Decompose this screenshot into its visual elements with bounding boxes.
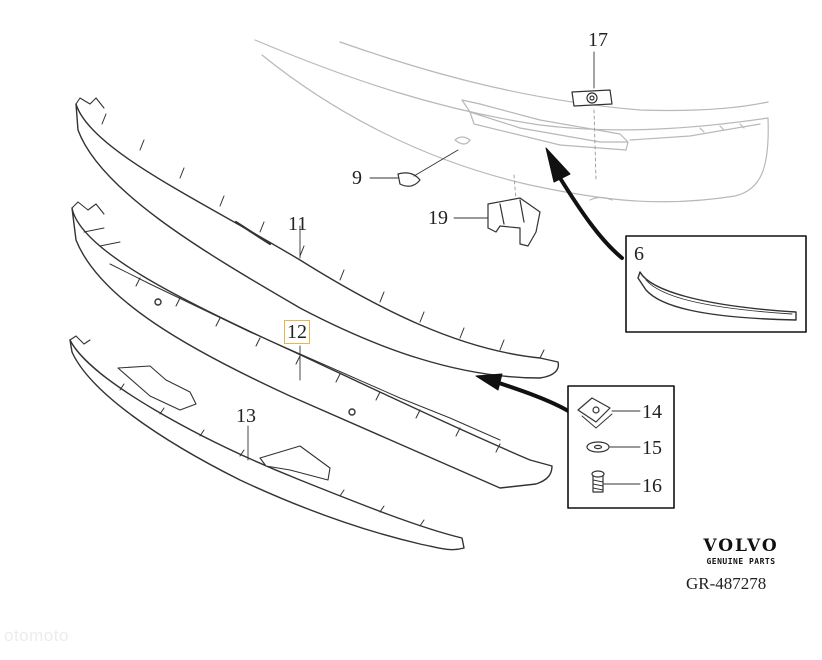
- callout-15: 15: [642, 437, 662, 459]
- brand-logo: VOLVO GENUINE PARTS: [692, 536, 790, 566]
- brand-name: VOLVO: [703, 536, 779, 556]
- arrow-head-14: [475, 373, 503, 391]
- watermark: otomoto: [4, 626, 69, 645]
- nut-14-drawing: [577, 397, 641, 429]
- callout-9: 9: [352, 167, 362, 189]
- rear-bumper-outline: [254, 39, 769, 203]
- trim-strip-13-drawing: [69, 335, 465, 551]
- callout-17: 17: [588, 29, 608, 51]
- callout-13: 13: [236, 405, 256, 427]
- trim-strip-12-drawing: [71, 201, 553, 489]
- washer-15-drawing: [586, 441, 641, 453]
- cap-9-drawing: [369, 149, 459, 187]
- callout-19: 19: [428, 207, 448, 229]
- callout-6: 6: [634, 243, 644, 265]
- trim-6-drawing: [637, 271, 797, 321]
- brand-subtitle: GENUINE PARTS: [706, 557, 776, 566]
- arrow-to-6: [558, 176, 624, 260]
- trim-strip-11-drawing: [75, 97, 560, 379]
- callout-12: 12: [284, 320, 310, 344]
- callout-11: 11: [288, 213, 308, 235]
- callout-14: 14: [642, 401, 662, 423]
- diagram-reference: GR-487278: [686, 574, 767, 593]
- callout-16: 16: [642, 475, 662, 497]
- arrow-head-6: [545, 147, 571, 183]
- screw-16-drawing: [591, 470, 641, 493]
- arrow-to-14: [494, 380, 572, 414]
- bracket-19-drawing: [453, 197, 541, 247]
- clip-17-drawing: [571, 51, 613, 107]
